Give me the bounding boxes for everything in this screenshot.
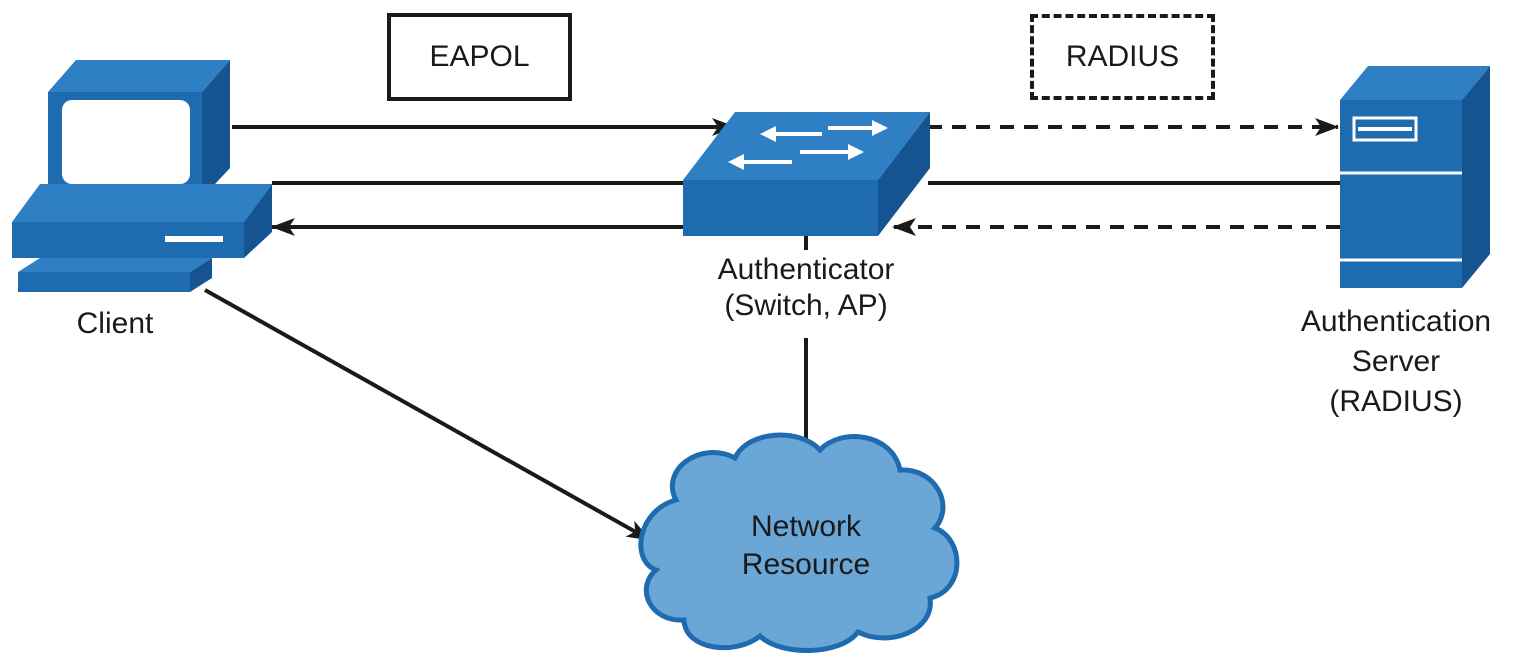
eapol-label-box: EAPOL — [387, 13, 572, 101]
network-resource-line2: Resource — [741, 548, 871, 581]
authenticator-label-line1: Authenticator — [717, 253, 895, 286]
network-resource-line1: Network — [750, 510, 862, 543]
radius-label-box: RADIUS — [1030, 14, 1215, 100]
cloud-icon — [638, 432, 960, 653]
server-label-line2: Server — [1351, 345, 1441, 378]
client-network-arrow — [204, 288, 651, 542]
connections — [204, 118, 1340, 542]
desktop-computer-icon — [12, 60, 272, 292]
radius-label: RADIUS — [1065, 40, 1180, 73]
server-tower-icon — [1340, 66, 1490, 288]
authenticator-label: Authenticator (Switch, AP) — [686, 252, 926, 324]
eapol-label: EAPOL — [429, 40, 530, 73]
network-switch-icon — [683, 112, 930, 236]
client-label: Client — [76, 307, 154, 340]
network-resource-label: Network Resource — [706, 508, 906, 584]
server-label-line3: (RADIUS) — [1329, 385, 1463, 418]
server-label: Authentication Server (RADIUS) — [1276, 302, 1516, 422]
authenticator-label-line2: (Switch, AP) — [724, 289, 888, 322]
server-label-line1: Authentication — [1300, 305, 1492, 338]
